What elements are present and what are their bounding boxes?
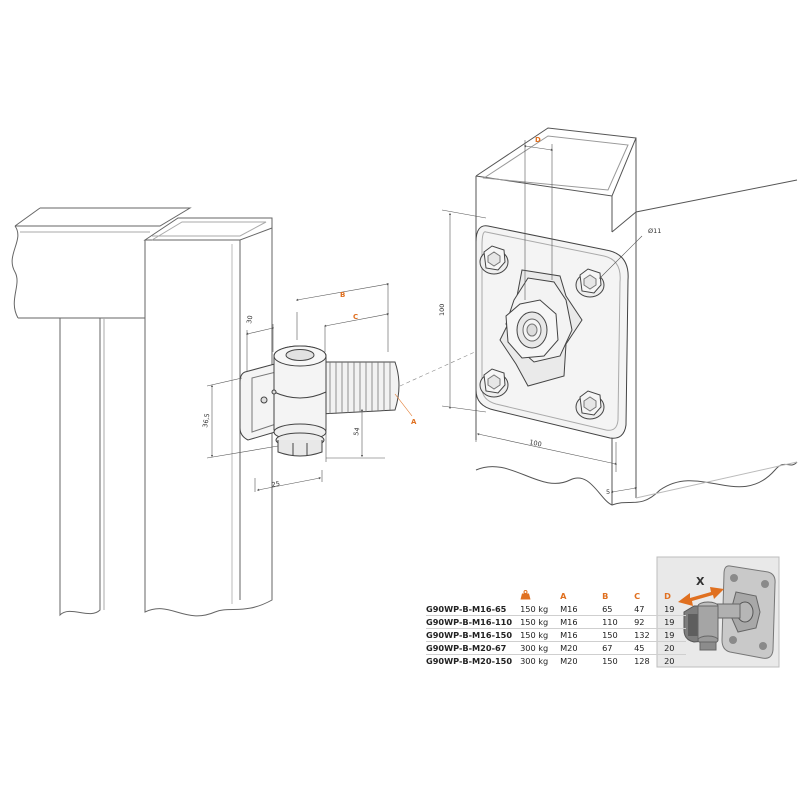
dim-100-vertical: 100 (438, 304, 446, 316)
b-cell: 150 (602, 656, 618, 666)
d-cell: 20 (664, 656, 675, 666)
c-cell: 132 (630, 628, 661, 642)
model-cell: G90WP-B-M16-110 (426, 615, 517, 629)
dim-36-5: 36,5 (201, 413, 211, 429)
weight-cell: 150 kg (516, 628, 557, 642)
table-row: G90WP-B-M20-67 300 kg M20 67 45 20 (426, 641, 687, 655)
inset-x-label: X (696, 575, 705, 588)
adjustment-arrow-icon (678, 587, 724, 606)
dim-B-label: B (340, 291, 345, 299)
hinge-assembly (239, 345, 400, 457)
bolt-top-right (575, 268, 605, 298)
header-B: B (602, 591, 609, 601)
gate-frame (11, 207, 273, 617)
table-row: G90WP-B-M20-150 300 kg M20 150 128 20 (426, 655, 686, 668)
model-cell: G90WP-B-M16-150 (426, 628, 517, 642)
bolt-bottom-left (479, 368, 509, 398)
bolt-top-left (479, 245, 509, 275)
header-model (426, 589, 516, 603)
d-cell: 19 (660, 615, 687, 629)
dim-5: 5 (606, 488, 610, 496)
b-cell: 110 (598, 615, 631, 629)
header-weight (516, 589, 556, 603)
weight-cell: 300 kg (520, 656, 549, 666)
d-cell: 19 (660, 628, 687, 642)
b-cell: 150 (598, 628, 631, 642)
mounting-plate (475, 225, 629, 439)
table-row: G90WP-B-M16-110 150 kg M16 110 92 19 (426, 615, 687, 629)
dim-A-label: A (411, 418, 417, 426)
a-cell: M20 (556, 641, 599, 655)
dim-54: 54 (352, 427, 361, 437)
weight-cell: 300 kg (516, 641, 557, 655)
weight-cell: 150 kg (516, 603, 557, 616)
c-cell: 128 (634, 656, 650, 666)
model-cell: G90WP-B-M16-65 (426, 603, 517, 616)
c-cell: 92 (630, 615, 661, 629)
weight-cell: 150 kg (516, 615, 557, 629)
c-cell: 47 (630, 603, 661, 616)
header-D: D (664, 591, 671, 601)
d-cell: 19 (660, 603, 687, 616)
table-row: G90WP-B-M16-65 150 kg M16 65 47 19 (426, 603, 687, 616)
spec-table-header: A B C D (426, 589, 686, 603)
dim-C-label: C (353, 313, 358, 321)
a-cell: M16 (556, 615, 599, 629)
a-cell: M20 (560, 656, 578, 666)
header-C: C (634, 591, 641, 601)
bolt-bottom-right (575, 390, 605, 420)
dim-hole-diameter: Ø11 (648, 227, 661, 235)
post-dimensions (441, 140, 643, 498)
a-cell: M16 (556, 628, 599, 642)
dim-30: 30 (245, 315, 254, 325)
dim-D-label: D (535, 136, 541, 144)
b-cell: 65 (598, 603, 631, 616)
dim-100-horizontal: 100 (529, 438, 543, 448)
d-cell: 20 (660, 641, 687, 655)
table-row: G90WP-B-M16-150 150 kg M16 150 132 19 (426, 628, 687, 642)
model-cell: G90WP-B-M20-150 (426, 656, 513, 666)
a-cell: M16 (556, 603, 599, 616)
header-A: A (560, 591, 567, 601)
dim-25: 25 (271, 480, 281, 489)
model-cell: G90WP-B-M20-67 (426, 641, 517, 655)
b-cell: 67 (598, 641, 631, 655)
spec-table: A B C D G90WP-B-M16-65 150 kg M16 65 47 … (426, 589, 687, 668)
weight-icon (520, 589, 531, 599)
hinge-dimensions (206, 283, 413, 492)
c-cell: 45 (630, 641, 661, 655)
